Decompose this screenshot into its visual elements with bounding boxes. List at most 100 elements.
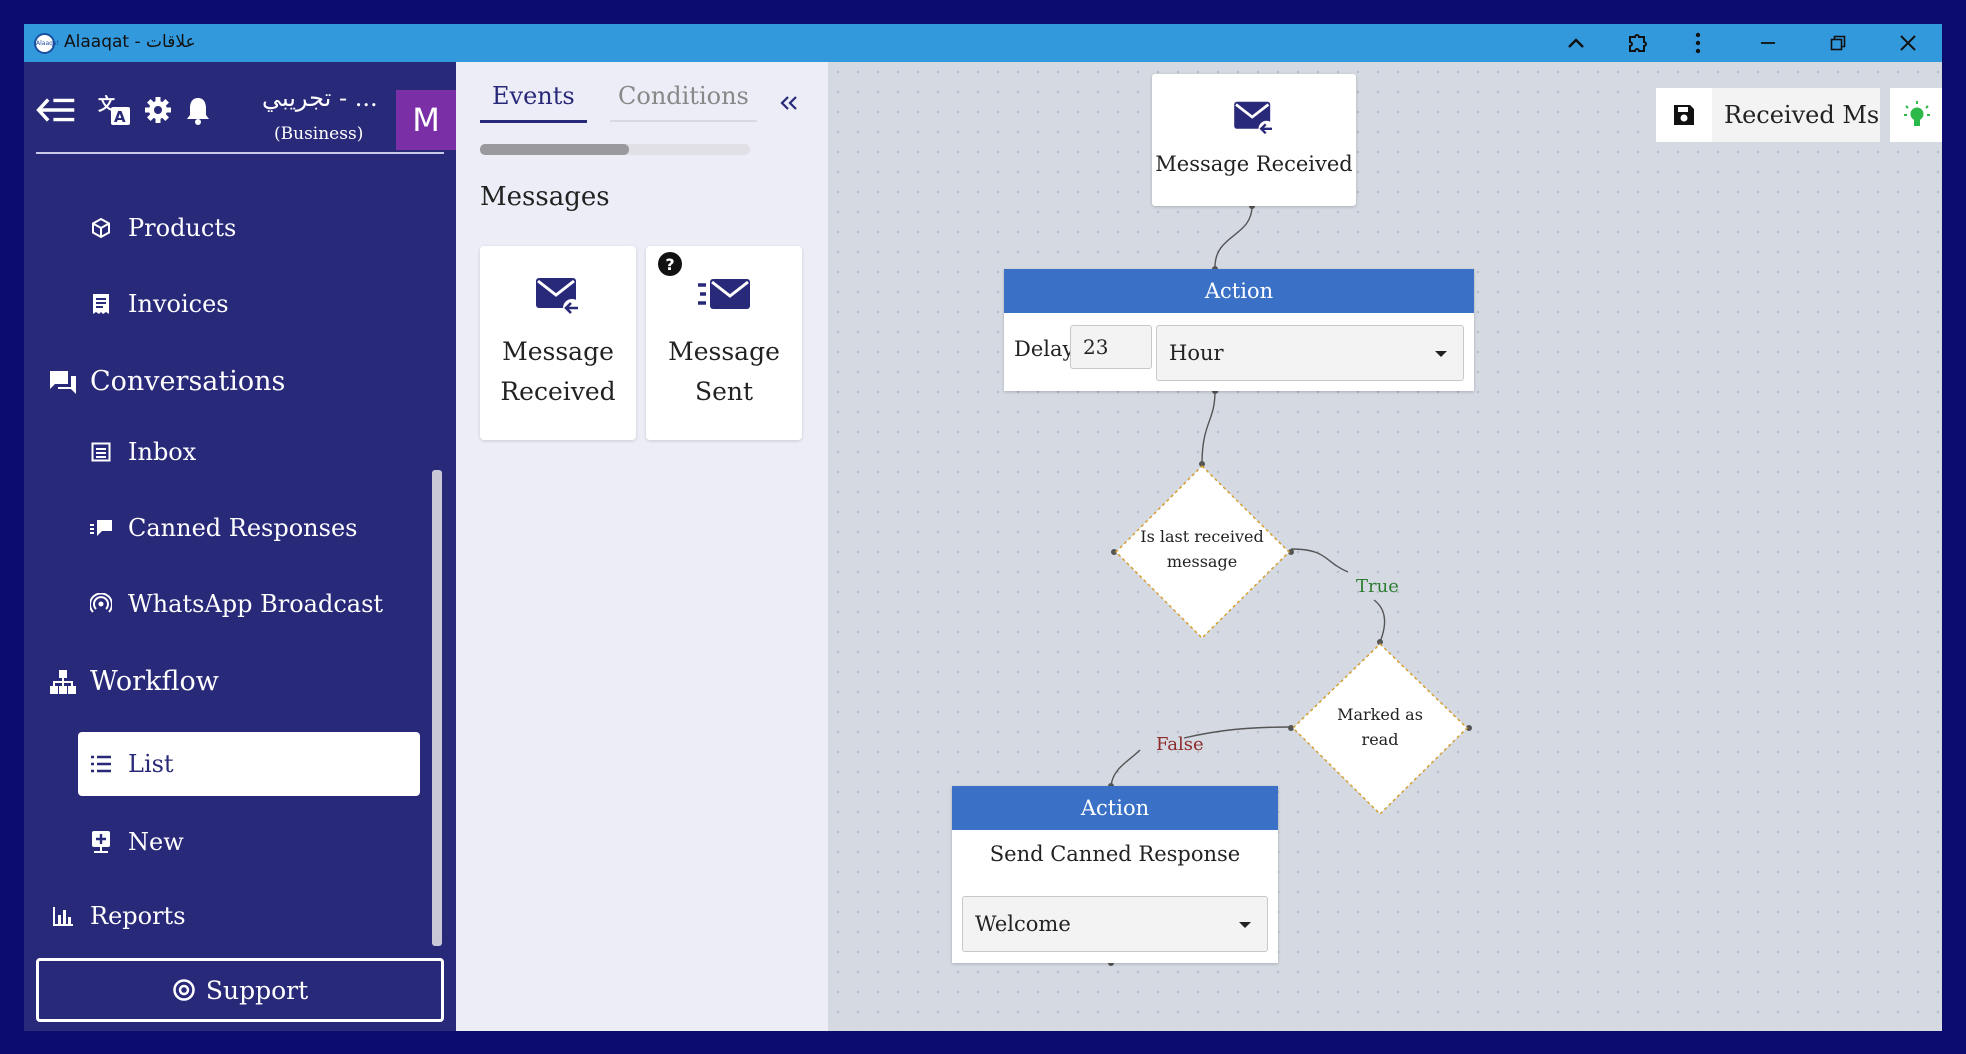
event-card-label: Message Sent — [668, 337, 780, 406]
gear-icon — [145, 97, 171, 123]
sidebar-item-label: Reports — [90, 902, 186, 930]
delay-input[interactable]: 23 — [1070, 325, 1152, 369]
sidebar-item-workflow[interactable]: Workflow — [48, 666, 219, 697]
minimize-button[interactable] — [1746, 24, 1790, 62]
edge-false — [1110, 726, 1292, 787]
trigger-label: Message Received — [1155, 152, 1353, 176]
palette-progress-bar — [480, 144, 750, 155]
port-dot — [1377, 639, 1383, 645]
condition-diamond-1 — [1114, 464, 1291, 640]
action-header: Action — [1004, 269, 1474, 313]
extension-button[interactable] — [1616, 24, 1660, 62]
bell-icon — [187, 98, 209, 125]
close-button[interactable] — [1886, 24, 1930, 62]
mail-sent-icon — [646, 276, 802, 314]
save-button[interactable] — [1656, 88, 1712, 142]
notifications-button[interactable] — [178, 90, 218, 130]
event-card-label: Message Received — [500, 337, 616, 406]
more-menu-button[interactable] — [1676, 24, 1720, 62]
collapse-palette-button[interactable] — [774, 88, 804, 118]
condition-diamond-2 — [1291, 642, 1469, 816]
sidebar-item-products[interactable]: Products — [88, 214, 236, 242]
canned-response-select[interactable]: Welcome — [962, 896, 1268, 952]
sidebar-item-whatsapp-broadcast[interactable]: WhatsApp Broadcast — [88, 590, 383, 618]
support-label: Support — [205, 975, 309, 1005]
condition-1-text[interactable]: Is last received message — [1140, 527, 1264, 571]
settings-button[interactable] — [138, 90, 178, 130]
sidebar-item-label: Conversations — [90, 366, 286, 397]
sidebar-item-label: Inbox — [128, 438, 197, 466]
sitemap-icon — [48, 669, 78, 695]
sidebar-item-invoices[interactable]: Invoices — [88, 290, 229, 318]
port-dot — [1199, 461, 1205, 467]
condition-2-text[interactable]: Marked as read — [1337, 705, 1423, 749]
caret-down-icon — [1435, 351, 1447, 357]
event-card-message-sent[interactable]: ? Message Sent — [646, 246, 802, 440]
window-title: Alaaqat - علاقات — [64, 32, 196, 52]
sidebar-scrollbar[interactable] — [432, 470, 442, 946]
sidebar-item-reports[interactable]: Reports — [48, 902, 186, 930]
puzzle-icon — [1629, 34, 1647, 52]
sidebar-item-new[interactable]: New — [88, 828, 184, 856]
section-title: Messages — [480, 182, 610, 212]
sidebar-item-label: Canned Responses — [128, 514, 358, 542]
action-header: Action — [952, 786, 1278, 830]
canned-icon — [88, 518, 114, 538]
sidebar-item-label: New — [128, 828, 184, 856]
add-icon — [88, 830, 114, 854]
send-action-label: Send Canned Response — [989, 842, 1241, 866]
node-palette: Events Conditions Messages Message Recei… — [456, 62, 828, 1031]
trigger-node[interactable]: Message Received — [1152, 74, 1356, 206]
palette-progress-fill — [480, 144, 629, 155]
mail-received-icon — [1152, 100, 1356, 136]
workflow-name-input[interactable]: Received Msg — [1712, 88, 1880, 142]
sidebar-item-label: Invoices — [128, 290, 229, 318]
port-dot — [1288, 549, 1294, 555]
save-icon — [1674, 105, 1694, 125]
lightbulb-icon — [1904, 101, 1930, 126]
inbox-icon — [88, 442, 114, 462]
avatar[interactable]: M — [396, 90, 456, 150]
edge-trigger-to-action — [1214, 205, 1253, 268]
broadcast-icon — [88, 593, 114, 615]
minimize-icon — [1761, 42, 1775, 44]
canned-response-value: Welcome — [975, 912, 1071, 936]
double-chevron-left-icon — [780, 96, 797, 110]
restore-button[interactable] — [1816, 24, 1860, 62]
sidebar-item-conversations[interactable]: Conversations — [48, 366, 285, 397]
hint-button[interactable] — [1890, 88, 1942, 142]
delay-unit-select[interactable]: Hour — [1156, 325, 1464, 381]
sidebar-item-label: Workflow — [90, 666, 219, 697]
sidebar-item-list[interactable]: List — [78, 732, 420, 796]
delay-unit-value: Hour — [1169, 341, 1224, 365]
organization-name[interactable]: تجريبي - ... — [262, 84, 378, 112]
caret-down-icon — [1239, 922, 1251, 928]
port-dot — [1466, 725, 1472, 731]
translate-icon: 文A — [98, 94, 130, 126]
send-action-node[interactable]: Action Send Canned Response Welcome — [952, 786, 1278, 963]
event-card-message-received[interactable]: Message Received — [480, 246, 636, 440]
workflow-canvas[interactable]: Message Received Action Delay 23 Hour Is… — [828, 62, 1942, 1031]
support-icon — [173, 979, 195, 1001]
sidebar-item-canned-responses[interactable]: Canned Responses — [88, 514, 357, 542]
tab-conditions[interactable]: Conditions — [610, 82, 757, 122]
tab-events[interactable]: Events — [480, 82, 587, 123]
sidebar-item-label: List — [128, 750, 174, 778]
menu-collapse-button[interactable] — [36, 90, 76, 130]
support-button[interactable]: Support — [36, 958, 444, 1022]
port-dot — [1288, 725, 1294, 731]
organization-type: (Business) — [274, 124, 364, 144]
workflow-edges — [1108, 203, 1472, 966]
delay-action-node[interactable]: Action Delay 23 Hour — [1004, 269, 1474, 391]
title-bar: Alaaqat Alaaqat - علاقات — [24, 24, 1942, 62]
chat-icon — [48, 369, 78, 395]
help-icon[interactable]: ? — [658, 252, 682, 276]
sidebar-item-label: WhatsApp Broadcast — [128, 590, 384, 618]
collapse-up-button[interactable] — [1554, 24, 1598, 62]
sidebar-item-inbox[interactable]: Inbox — [88, 438, 196, 466]
cube-icon — [88, 217, 114, 239]
sidebar-item-label: Products — [128, 214, 237, 242]
